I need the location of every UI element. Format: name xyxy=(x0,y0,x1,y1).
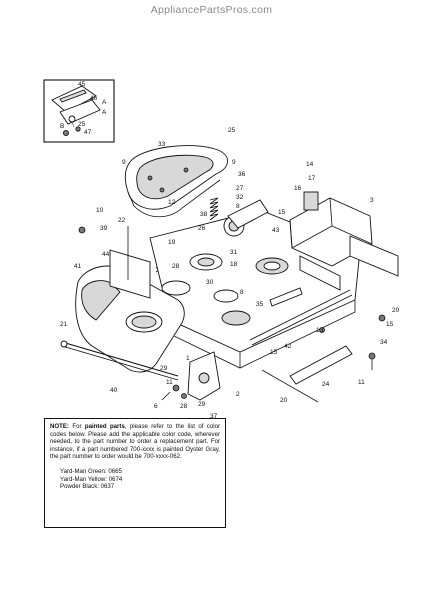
callout-9: 9 xyxy=(122,159,126,166)
painted-parts-note: NOTE: For painted parts, please refer to… xyxy=(44,418,226,528)
callout-25: 25 xyxy=(78,121,86,128)
callout-17: 17 xyxy=(308,175,316,182)
callout-8: 8 xyxy=(236,203,240,210)
seat-pan xyxy=(124,145,228,218)
callout-42: 42 xyxy=(284,343,292,350)
callout-33: 33 xyxy=(158,141,166,148)
callout-20: 20 xyxy=(392,307,400,314)
callout-a: A xyxy=(102,109,107,116)
callout-28: 28 xyxy=(172,263,180,270)
note-lead: For xyxy=(68,423,85,430)
callout-35: 35 xyxy=(256,301,264,308)
callout-32: 32 xyxy=(236,194,244,201)
callout-37: 37 xyxy=(210,413,218,420)
callout-30: 30 xyxy=(206,279,214,286)
callout-34: 34 xyxy=(380,339,388,346)
callout-12: 12 xyxy=(168,199,176,206)
callout-15: 15 xyxy=(278,209,286,216)
note-body: , please refer to the list of color code… xyxy=(50,423,221,461)
rear-rods xyxy=(78,226,386,403)
callout-38: 38 xyxy=(200,211,208,218)
callout-31: 31 xyxy=(230,249,238,256)
front-axle xyxy=(60,340,179,381)
note-paragraph: NOTE: For painted parts, please refer to… xyxy=(50,423,220,461)
color-code-item: Yard-Man Yellow: 0674 xyxy=(60,475,123,483)
callout-10: 10 xyxy=(96,207,104,214)
callout-8: 8 xyxy=(240,289,244,296)
callout-47: 47 xyxy=(84,129,92,136)
callout-43: 43 xyxy=(272,227,280,234)
color-code-list: Yard-Man Green: 0665 Yard-Man Yellow: 06… xyxy=(50,468,220,491)
callout-29: 29 xyxy=(198,401,206,408)
lower-linkage xyxy=(161,351,221,401)
color-code-item: Powder Black: 0637 xyxy=(60,483,115,491)
callout-21: 21 xyxy=(60,321,68,328)
callout-14: 14 xyxy=(306,161,314,168)
callout-39: 39 xyxy=(100,225,108,232)
callout-13: 13 xyxy=(316,327,324,334)
callout-16: 16 xyxy=(294,185,302,192)
callout-25: 25 xyxy=(228,127,236,134)
color-code-item: Yard-Man Green: 0665 xyxy=(60,467,122,475)
callout-41: 41 xyxy=(74,263,82,270)
note-label: NOTE: xyxy=(50,423,69,430)
callout-29: 29 xyxy=(160,365,168,372)
callout-27: 27 xyxy=(236,185,244,192)
callout-a: A xyxy=(102,99,107,106)
callout-11: 11 xyxy=(358,379,365,386)
callout-19: 19 xyxy=(168,239,176,246)
callout-44: 44 xyxy=(102,251,110,258)
callout-22: 22 xyxy=(118,217,126,224)
callout-28: 28 xyxy=(180,403,188,410)
site-watermark: AppliancePartsPros.com xyxy=(150,4,273,16)
callout-46: 46 xyxy=(90,95,98,102)
callout-18: 18 xyxy=(230,261,238,268)
steering-bracket xyxy=(289,191,399,291)
callout-6: 6 xyxy=(154,403,158,410)
callout-36: 36 xyxy=(238,171,246,178)
callout-20: 20 xyxy=(280,397,288,404)
note-strong-text: painted parts xyxy=(84,423,125,430)
fender-tank xyxy=(75,249,185,373)
callout-1: 1 xyxy=(186,355,190,362)
callout-11: 11 xyxy=(166,379,173,386)
callout-40: 40 xyxy=(110,387,118,394)
callout-labels: 45 46 A B 25 47 A 33 25 9 9 36 27 32 8 1… xyxy=(60,81,400,420)
callout-3: 3 xyxy=(370,197,374,204)
callout-26: 26 xyxy=(198,225,206,232)
callout-9: 9 xyxy=(232,159,236,166)
callout-15: 15 xyxy=(270,349,278,356)
inset-detail xyxy=(43,79,115,143)
callout-15: 15 xyxy=(386,321,394,328)
callout-b: B xyxy=(60,123,64,130)
callout-24: 24 xyxy=(322,381,330,388)
callout-2: 2 xyxy=(236,391,240,398)
callout-45: 45 xyxy=(78,81,86,88)
